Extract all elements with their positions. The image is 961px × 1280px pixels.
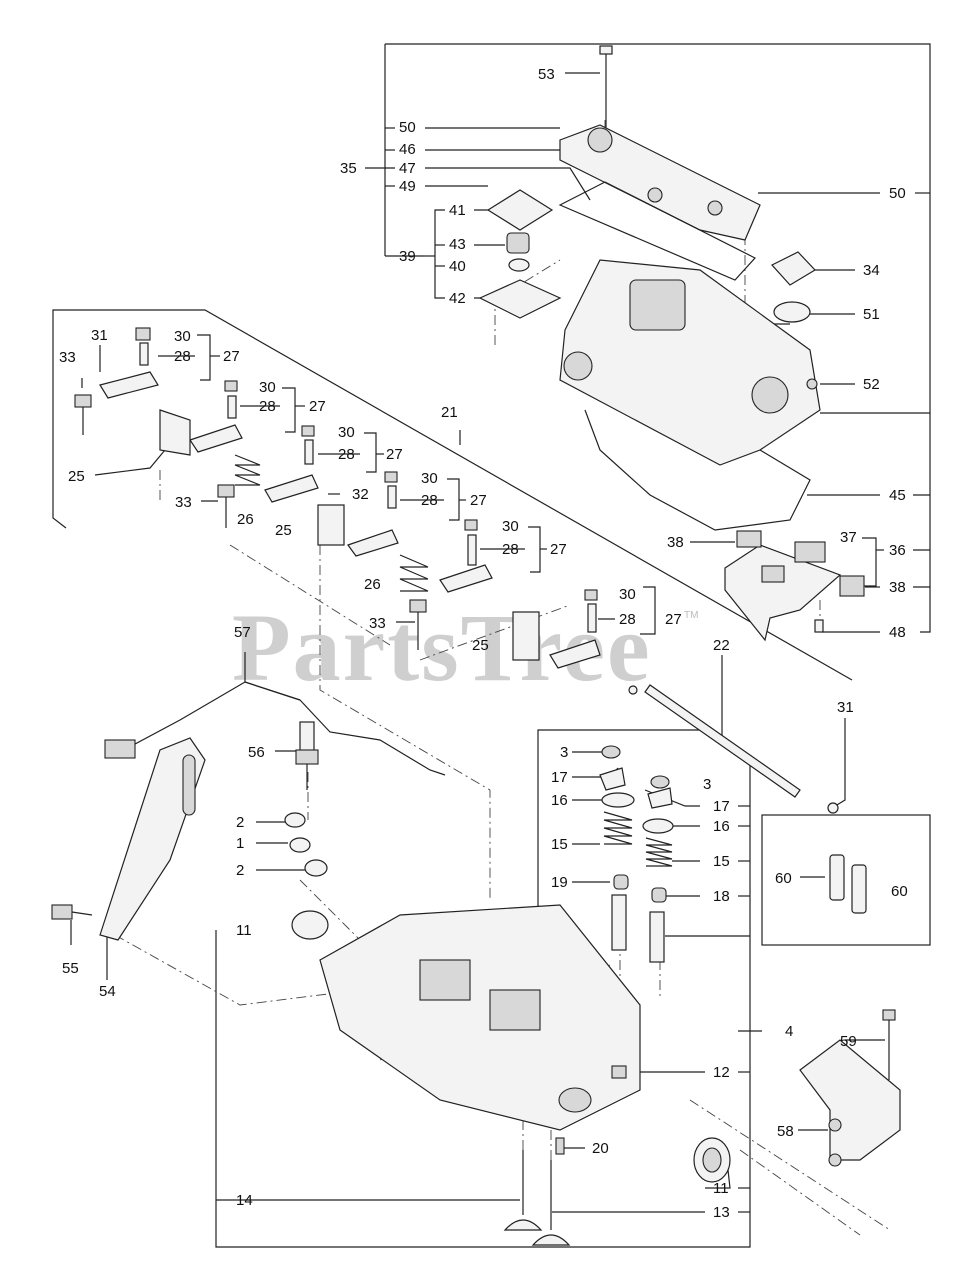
callout-28-c: 28 xyxy=(338,446,355,463)
callout-15-b: 15 xyxy=(713,853,730,870)
callout-30-a: 30 xyxy=(174,328,191,345)
callout-19: 19 xyxy=(551,874,568,891)
callout-33-b: 33 xyxy=(175,494,192,511)
callout-26-a: 26 xyxy=(237,511,254,528)
callout-21: 21 xyxy=(441,404,458,421)
callout-33-c: 33 xyxy=(369,615,386,632)
callout-41: 41 xyxy=(449,202,466,219)
callout-27-f: 27 xyxy=(665,611,682,628)
callout-50-a: 50 xyxy=(399,119,416,136)
engine-hanger-bracket xyxy=(799,1039,901,1161)
callout-22: 22 xyxy=(713,637,730,654)
callout-28-d: 28 xyxy=(421,492,438,509)
callout-54: 54 xyxy=(99,983,116,1000)
callout-3-a: 3 xyxy=(560,744,568,761)
callout-42: 42 xyxy=(449,290,466,307)
callout-57: 57 xyxy=(234,624,251,641)
callout-25-b: 25 xyxy=(275,522,292,539)
callout-39: 39 xyxy=(399,248,416,265)
callout-28-a: 28 xyxy=(174,348,191,365)
callout-2-b: 2 xyxy=(236,862,244,879)
callout-50-b: 50 xyxy=(889,185,906,202)
callout-53: 53 xyxy=(538,66,555,83)
callout-27-e: 27 xyxy=(550,541,567,558)
callout-14: 14 xyxy=(236,1192,253,1209)
callout-52: 52 xyxy=(863,376,880,393)
callout-60-b: 60 xyxy=(891,883,908,900)
callout-36: 36 xyxy=(889,542,906,559)
callout-60-a: 60 xyxy=(775,870,792,887)
parts xyxy=(51,45,901,1246)
callout-31-b: 31 xyxy=(837,699,854,716)
callout-20: 20 xyxy=(592,1140,609,1157)
callout-38-b: 38 xyxy=(889,579,906,596)
callout-11-a: 11 xyxy=(236,922,252,939)
callout-35: 35 xyxy=(340,160,357,177)
callout-18: 18 xyxy=(713,888,730,905)
callout-4: 4 xyxy=(785,1023,793,1040)
callout-59: 59 xyxy=(840,1033,857,1050)
cylinder-head xyxy=(319,904,641,1131)
callout-30-d: 30 xyxy=(421,470,438,487)
callout-16-a: 16 xyxy=(551,792,568,809)
callout-46: 46 xyxy=(399,141,416,158)
callout-25-a: 25 xyxy=(68,468,85,485)
callout-13: 13 xyxy=(713,1204,730,1221)
callout-1: 1 xyxy=(236,835,244,852)
leader-lines xyxy=(70,72,885,1213)
callout-48: 48 xyxy=(889,624,906,641)
callout-40: 40 xyxy=(449,258,466,275)
callout-56: 56 xyxy=(248,744,265,761)
callout-43: 43 xyxy=(449,236,466,253)
callout-30-f: 30 xyxy=(619,586,636,603)
valve-cover-body xyxy=(559,259,821,466)
callout-58: 58 xyxy=(777,1123,794,1140)
callout-3-b: 3 xyxy=(703,776,711,793)
callout-26-b: 26 xyxy=(364,576,381,593)
callout-38-a: 38 xyxy=(667,534,684,551)
callout-47: 47 xyxy=(399,160,416,177)
callout-27-c: 27 xyxy=(386,446,403,463)
callout-33-a: 33 xyxy=(59,349,76,366)
callout-30-c: 30 xyxy=(338,424,355,441)
callout-16-b: 16 xyxy=(713,818,730,835)
callout-11-b: 11 xyxy=(713,1180,729,1197)
callout-17-a: 17 xyxy=(551,769,568,786)
callout-17-b: 17 xyxy=(713,798,730,815)
callout-31-a: 31 xyxy=(91,327,108,344)
callout-15-a: 15 xyxy=(551,836,568,853)
callout-55: 55 xyxy=(62,960,79,977)
callout-27-a: 27 xyxy=(223,348,240,365)
callout-28-b: 28 xyxy=(259,398,276,415)
callout-49: 49 xyxy=(399,178,416,195)
callout-30-e: 30 xyxy=(502,518,519,535)
callout-37: 37 xyxy=(840,529,857,546)
callout-12: 12 xyxy=(713,1064,730,1081)
callout-28-f: 28 xyxy=(619,611,636,628)
callout-2-a: 2 xyxy=(236,814,244,831)
callout-27-b: 27 xyxy=(309,398,326,415)
callout-28-e: 28 xyxy=(502,541,519,558)
lifting-bracket xyxy=(99,737,206,941)
callout-30-b: 30 xyxy=(259,379,276,396)
callout-25-c: 25 xyxy=(472,637,489,654)
watermark-tm: TM xyxy=(684,610,698,621)
callout-labels: 53 50 46 35 47 49 50 41 43 39 40 42 34 5… xyxy=(59,66,908,1221)
callout-32: 32 xyxy=(352,486,369,503)
callout-27-d: 27 xyxy=(470,492,487,509)
callout-34: 34 xyxy=(863,262,880,279)
callout-51: 51 xyxy=(863,306,880,323)
callout-45: 45 xyxy=(889,487,906,504)
